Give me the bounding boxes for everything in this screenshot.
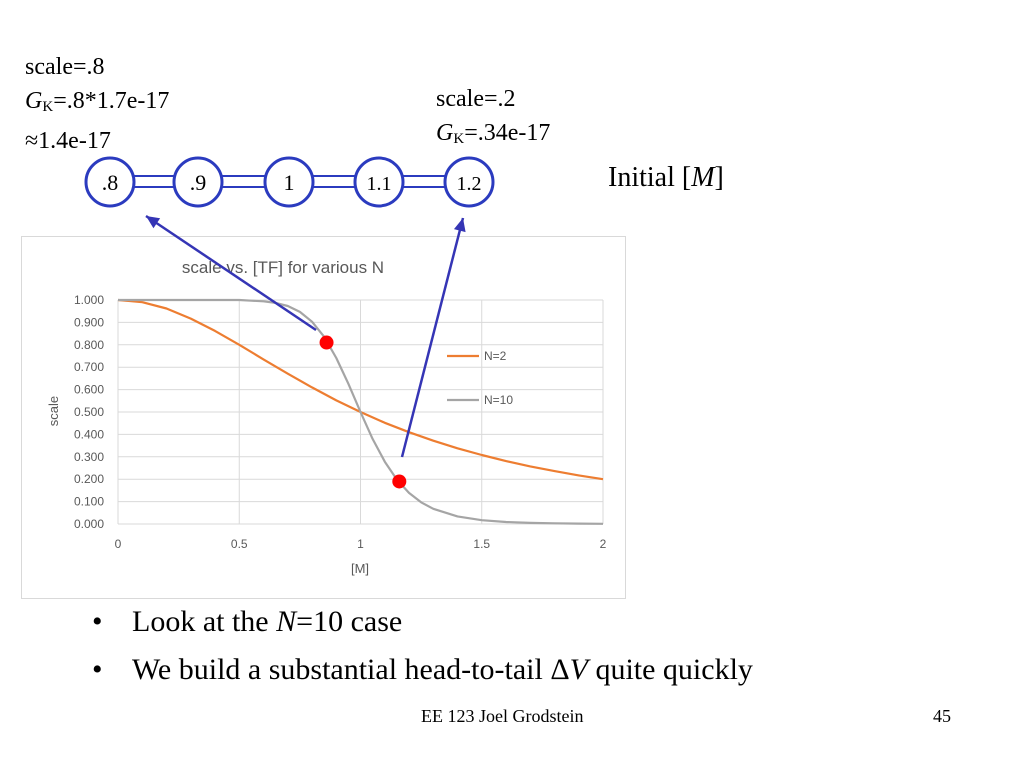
y-tick-label: 0.100 [74,495,104,509]
y-tick-label: 1.000 [74,293,104,307]
y-axis-label: scale [46,396,61,426]
node-chain: .8 .9 1 1.1 1.2 [84,156,495,208]
g-subscript: K [42,99,54,115]
g-symbol: G [25,88,43,114]
series-line-n10 [118,298,604,525]
annotation-scale-08: scale=.8 GK=.8*1.7e-17 ≈1.4e-17 [25,50,169,158]
chain-node-label: .9 [190,170,207,195]
footer-text: EE 123 Joel Grodstein [421,706,584,726]
curve-marker [319,335,334,350]
curve-marker [392,474,407,489]
initial-var: M [691,162,715,193]
chain-node-circle [443,156,495,208]
y-tick-label: 0.200 [74,472,104,486]
chain-node-label: 1.1 [367,173,392,195]
delta-symbol: Δ [550,653,570,686]
annotation-left-line1: scale=.8 [25,54,105,80]
chain-node-circle [263,156,315,208]
bullet-list: • Look at the N=10 case • We build a subst… [92,598,753,694]
approx-symbol: ≈ [25,128,39,154]
initial-m-label: Initial [M] [608,162,724,194]
bullet-var: N [276,605,297,638]
g-subscript: K [453,131,465,147]
chain-node-label: .8 [102,170,119,195]
x-tick-label: 0.5 [231,537,248,551]
annotation-right-line2-rest: =.34e-17 [464,120,551,146]
y-tick-label: 0.800 [74,338,104,352]
y-tick-label: 0.500 [74,405,104,419]
page-number: 45 [933,706,951,726]
annotation-left-line2: GK=.8*1.7e-17 [25,84,169,124]
annotation-right-line1: scale=.2 [436,86,516,112]
y-tick-label: 0.400 [74,427,104,441]
legend-label: N=10 [484,393,513,407]
y-tick-label: 0.600 [74,383,104,397]
pointer-arrow-line [400,217,465,458]
bullet-item: •We build a substantial head-to-tail ΔV … [92,646,753,694]
y-tick-label: 0.700 [74,360,104,374]
annotation-scale-02: scale=.2 GK=.34e-17 [436,82,550,156]
chart-panel: 0.000 0.100 0.200 0.300 0.400 0.500 0.600 0.700… [21,236,626,599]
pointer-arrow-head [146,216,161,229]
chain-node-circle [353,156,405,208]
annotation-left-line3-rest: 1.4e-17 [38,128,111,154]
legend-label: N=2 [484,349,507,363]
bullet-var: V [569,653,588,686]
g-symbol: G [436,120,454,146]
series-layer [117,298,604,525]
chart-title: scale vs. [TF] for various N [182,258,384,277]
pointer-arrow-line [145,214,317,332]
annotation-right-line2: GK=.34e-17 [436,116,550,156]
bullet-text-prefix: Look at the [132,605,277,638]
x-tick-label: 1 [357,537,364,551]
y-tick-label: 0.000 [74,517,104,531]
initial-suffix: ] [714,162,724,193]
x-tick-label: 1.5 [473,537,490,551]
bullet-dot: • [92,653,103,686]
bullet-text-prefix: We build a substantial head-to-tail [132,653,551,686]
legend-layer: N=2N=10 [447,349,513,407]
chain-node-circle [172,156,224,208]
chain-node-circle [84,156,136,208]
y-tick-label: 0.900 [74,315,104,329]
annotation-left-line3: ≈1.4e-17 [25,124,169,158]
initial-prefix: Initial [ [608,162,692,193]
chain-node-label: 1.2 [457,173,482,195]
marker-layer [319,335,407,489]
axis-layer: 0.000 0.100 0.200 0.300 0.400 0.500 0.600 0.700… [74,293,607,551]
bullet-dot: • [92,605,103,638]
pointer-arrow-head [453,218,466,233]
arrow-layer [145,214,466,458]
x-tick-label: 2 [600,537,607,551]
annotation-left-line2-rest: =.8*1.7e-17 [53,88,170,114]
x-axis-label: [M] [351,561,369,576]
x-tick-label: 0 [115,537,122,551]
chain-node-label: 1 [284,170,295,195]
grid-layer [117,299,604,525]
bullet-text-suffix: quite quickly [587,653,753,686]
bullet-text-suffix: =10 case [296,605,403,638]
y-tick-label: 0.300 [74,450,104,464]
bullet-item: • Look at the N=10 case [92,598,753,646]
scale-vs-tf-chart: 0.000 0.100 0.200 0.300 0.400 0.500 0.600 0.700… [46,258,607,576]
